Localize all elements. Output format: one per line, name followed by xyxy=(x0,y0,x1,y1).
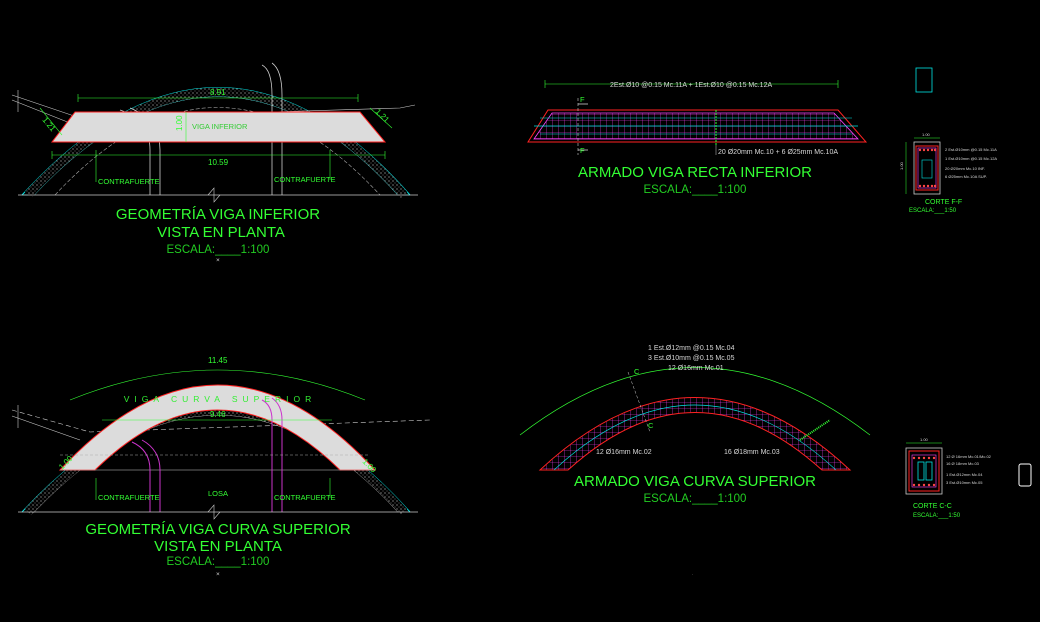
d4-cut-bottom: C xyxy=(648,421,654,430)
d4-origin-mark: . xyxy=(692,571,693,576)
d1-title-line2: VISTA EN PLANTA xyxy=(157,224,285,241)
cc-note-3: 1 Est.Ø12mm Mc.04 xyxy=(946,472,983,477)
ff-title: CORTE F-F xyxy=(925,199,962,206)
d2-cut-bottom: F xyxy=(580,146,585,155)
ff-small-box xyxy=(915,67,933,93)
d3-origin-mark: × xyxy=(216,571,220,578)
d2-note-bottom: 20 Ø20mm Mc.10 + 6 Ø25mm Mc.10A xyxy=(718,149,838,156)
d1-dim-height: 1.00 xyxy=(175,115,184,131)
ff-dim-top: 1.00 xyxy=(922,132,931,137)
section-f-f: 2 Est.Ø10mm @0.15 Mc.11A 1 Est.Ø10mm @0.… xyxy=(899,67,997,214)
d2-scale: ESCALA:____1:100 xyxy=(644,184,747,196)
d4-note-4: 12 Ø16mm Mc.02 xyxy=(596,449,652,456)
d1-origin-mark: × xyxy=(216,257,220,264)
drawing-armado-viga-curva: 1 Est.Ø12mm @0.15 Mc.04 3 Est.Ø10mm @0.1… xyxy=(519,345,871,576)
ucs-marker-icon xyxy=(1018,463,1032,487)
cc-title: CORTE C-C xyxy=(913,503,952,510)
d3-dim-outer: 11.45 xyxy=(208,356,228,365)
drawing-geometria-viga-inferior: 8.91 10.59 1.00 1.21 1.21 VIGA INFERIOR … xyxy=(11,62,418,264)
cc-note-4: 3 Est.Ø10mm Mc.05 xyxy=(946,480,983,485)
cc-note-2: 16 Ø 18mm Mc.03 xyxy=(946,461,980,466)
d3-label-right: CONTRAFUERTE xyxy=(274,493,336,502)
d2-title: ARMADO VIGA RECTA INFERIOR xyxy=(578,164,812,181)
cc-note-1: 12 Ø 16mm Mc.01/Mc.02 xyxy=(946,454,992,459)
d3-label-left: CONTRAFUERTE xyxy=(98,493,160,502)
ff-dim-side: 1.00 xyxy=(899,161,904,170)
d1-dim-bottom: 10.59 xyxy=(208,158,229,167)
ff-note-2: 1 Est.Ø10mm @0.15 Mc.12A xyxy=(945,156,997,161)
d3-beam-label: VIGA CURVA SUPERIOR xyxy=(124,394,316,404)
d1-scale: ESCALA:____1:100 xyxy=(167,244,270,256)
section-c-c: 12 Ø 16mm Mc.01/Mc.02 16 Ø 18mm Mc.03 1 … xyxy=(905,437,992,519)
d1-label-right: CONTRAFUERTE xyxy=(274,175,336,184)
ff-note-1: 2 Est.Ø10mm @0.15 Mc.11A xyxy=(945,147,997,152)
d1-dim-top: 8.91 xyxy=(210,88,226,97)
d1-beam-label: VIGA INFERIOR xyxy=(192,122,248,131)
d1-dim-left: 1.21 xyxy=(40,116,57,134)
d4-title: ARMADO VIGA CURVA SUPERIOR xyxy=(574,473,816,490)
d4-note-3: 12 Ø16mm Mc.01 xyxy=(668,365,724,372)
cc-scale: ESCALA:___1:50 xyxy=(913,513,961,519)
d3-title-line2: VISTA EN PLANTA xyxy=(154,538,282,555)
d3-label-center: LOSA xyxy=(208,489,228,498)
d1-title-line1: GEOMETRÍA VIGA INFERIOR xyxy=(116,206,320,223)
drawing-geometria-viga-curva: 11.45 9.46 1.00 1.00 VIGA CURVA SUPERIOR… xyxy=(11,356,431,578)
d2-note-top: 2Est.Ø10 @0.15 Mc.11A + 1Est.Ø10 @0.15 M… xyxy=(610,82,772,89)
d4-note-2: 3 Est.Ø10mm @0.15 Mc.05 xyxy=(648,355,735,362)
ff-scale: ESCALA:___1:50 xyxy=(909,208,957,214)
drawing-armado-viga-recta: 2Est.Ø10 @0.15 Mc.11A + 1Est.Ø10 @0.15 M… xyxy=(527,80,868,196)
d3-dim-inner: 9.46 xyxy=(210,410,226,419)
d1-label-left: CONTRAFUERTE xyxy=(98,177,160,186)
d4-note-1: 1 Est.Ø12mm @0.15 Mc.04 xyxy=(648,345,735,352)
d4-scale: ESCALA:____1:100 xyxy=(644,493,747,505)
cc-dim-top: 1.00 xyxy=(920,437,929,442)
d1-dim-right: 1.21 xyxy=(374,107,392,125)
d3-title-line1: GEOMETRÍA VIGA CURVA SUPERIOR xyxy=(85,521,351,538)
d4-cut-top: C xyxy=(634,367,640,376)
d4-note-5: 16 Ø18mm Mc.03 xyxy=(724,449,780,456)
ff-note-3: 20 Ø20mm Mc.10 INF. xyxy=(945,166,985,171)
d2-cut-top: F xyxy=(580,95,585,104)
d3-scale: ESCALA:____1:100 xyxy=(167,556,270,568)
ff-note-4: 6 Ø25mm Mc.10A SUP. xyxy=(945,174,987,179)
